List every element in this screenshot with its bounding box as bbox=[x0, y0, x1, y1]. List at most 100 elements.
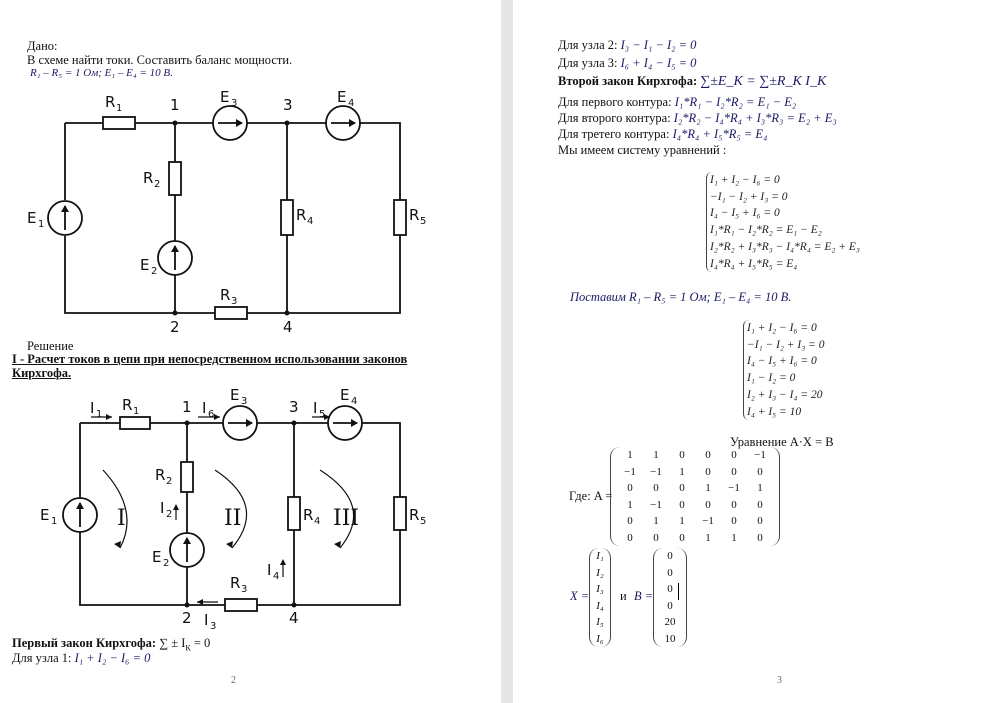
sub: 3 bbox=[210, 621, 216, 632]
node-3: 3 bbox=[283, 96, 293, 114]
loop-I: I bbox=[117, 506, 126, 531]
matrix-cell: 0 bbox=[679, 449, 685, 462]
vector-cell: 0 bbox=[667, 599, 673, 612]
matrix-cell: 0 bbox=[731, 465, 737, 478]
loop2-equation: Для второго контура: I₂*R₂ − I₄*R₄ + I₃*… bbox=[558, 111, 837, 126]
vector-cell: I₂ bbox=[596, 566, 604, 579]
matrix-cell: 1 bbox=[679, 465, 685, 478]
matrix-cell: 0 bbox=[679, 482, 685, 495]
matrix-cell: 0 bbox=[757, 498, 763, 511]
matrix-cell: 0 bbox=[705, 449, 711, 462]
node1-equation: Для узла 1: I₁ + I₂ − I₆ = 0 bbox=[12, 651, 150, 666]
sub: 3 bbox=[241, 396, 247, 407]
matrix-cell: 0 bbox=[627, 482, 633, 495]
matrix-cell: 0 bbox=[653, 531, 659, 544]
label-I3: I bbox=[204, 611, 208, 629]
page-2: Дано: В схеме найти токи. Составить бала… bbox=[0, 0, 501, 703]
solution-label: Решение bbox=[27, 339, 74, 353]
label-E2: E bbox=[152, 548, 161, 566]
sub: 1 bbox=[96, 409, 102, 420]
loop2-eq: I₂*R₂ − I₄*R₄ + I₃*R₃ = E₂ + E₃ bbox=[673, 111, 837, 125]
label-E2: E bbox=[140, 256, 149, 274]
sub: 2 bbox=[154, 179, 160, 190]
sub: 3 bbox=[241, 584, 247, 595]
matrix-cell: −1 bbox=[650, 465, 662, 478]
first-law: Первый закон Кирхгофа: ∑ ± IК = 0 bbox=[12, 636, 210, 656]
matrix-cell: 0 bbox=[705, 465, 711, 478]
label-E3: E bbox=[230, 386, 239, 404]
vector-row: 0 bbox=[657, 598, 683, 615]
vector-cell: 0 bbox=[667, 566, 673, 579]
sub: 4 bbox=[314, 516, 320, 527]
loop2-label: Для второго контура: bbox=[558, 111, 671, 125]
vector-row: I₃ bbox=[593, 581, 607, 598]
matrix-cell: 0 bbox=[757, 531, 763, 544]
label-E1: E bbox=[27, 209, 36, 227]
vector-row: I₁ bbox=[593, 548, 607, 565]
and-label: и bbox=[620, 589, 627, 603]
b-label: B = bbox=[634, 589, 654, 603]
loop3-label: Для третего контура: bbox=[558, 127, 670, 141]
given-values: R₁ – R₅ = 1 Ом; E₁ – E₄ = 10 В. bbox=[30, 67, 173, 79]
vector-cell: 0 bbox=[667, 583, 673, 596]
label-E1: E bbox=[40, 506, 49, 524]
section-title-cont: Кирхгофа. bbox=[12, 366, 72, 380]
label-E3: E bbox=[220, 88, 229, 106]
where-label: Где: A = bbox=[569, 489, 613, 503]
label-R2: R bbox=[143, 169, 153, 187]
sub: 1 bbox=[116, 103, 122, 114]
sub: 6 bbox=[208, 409, 214, 420]
label-R1: R bbox=[122, 396, 132, 414]
second-law-formula: ∑±E_K = ∑±R_K I_K bbox=[700, 74, 827, 89]
loop1-eq: I₁*R₁ − I₂*R₂ = E₁ − E₂ bbox=[674, 95, 797, 109]
node3-label: Для узла 3: bbox=[558, 56, 618, 70]
vector-row: I₄ bbox=[593, 598, 607, 615]
vector-row: 0 bbox=[657, 548, 683, 565]
matrix-cell: 0 bbox=[653, 482, 659, 495]
label-I4: I bbox=[267, 561, 271, 579]
matrix-cell: 1 bbox=[627, 498, 633, 511]
vector-row: I₅ bbox=[593, 614, 607, 631]
vector-cell: I₄ bbox=[596, 599, 604, 612]
node-2: 2 bbox=[170, 318, 180, 336]
sub: 1 bbox=[38, 219, 44, 230]
vector-cell: I₆ bbox=[596, 632, 604, 645]
matrix-cell: 0 bbox=[627, 531, 633, 544]
equation: I₂*R₂ + I₃*R₃ − I₄*R₄ = E₂ + E₃ bbox=[710, 240, 860, 253]
sub: 1 bbox=[51, 516, 57, 527]
matrix-cell: 0 bbox=[757, 515, 763, 528]
node-1: 1 bbox=[182, 398, 192, 416]
label-R3: R bbox=[230, 574, 240, 592]
second-law-label: Второй закон Кирхгофа: bbox=[558, 74, 698, 88]
sub: 5 bbox=[420, 516, 426, 527]
sub: 2 bbox=[166, 509, 172, 520]
task-text: В схеме найти токи. Составить баланс мощ… bbox=[27, 53, 293, 67]
system-label: Мы имеем систему уравнений : bbox=[558, 143, 727, 157]
equation: I₄ − I₅ + I₆ = 0 bbox=[747, 355, 817, 368]
equation: I₁*R₁ − I₂*R₂ = E₁ − E₂ bbox=[710, 224, 822, 237]
loop-II: II bbox=[224, 506, 241, 531]
matrix-cell: −1 bbox=[650, 498, 662, 511]
node2-equation: Для узла 2: I₃ − I₁ − I₂ = 0 bbox=[558, 38, 696, 53]
matrix-cell: −1 bbox=[702, 515, 714, 528]
sub: 4 bbox=[307, 216, 313, 227]
substitute-text: Поставим R₁ – R₅ = 1 Ом; E₁ – E₄ = 10 В. bbox=[570, 290, 792, 304]
matrix-cell: 1 bbox=[679, 515, 685, 528]
sub: 3 bbox=[231, 296, 237, 307]
first-law-formula: ∑ ± I bbox=[159, 636, 186, 650]
sub: 5 bbox=[420, 216, 426, 227]
label-R3: R bbox=[220, 286, 230, 304]
matrix-cell: 0 bbox=[705, 498, 711, 511]
matrix-cell: 0 bbox=[731, 449, 737, 462]
x-label: X = bbox=[570, 589, 590, 603]
matrix-cell: 1 bbox=[627, 449, 633, 462]
vector-row: I₆ bbox=[593, 631, 607, 648]
